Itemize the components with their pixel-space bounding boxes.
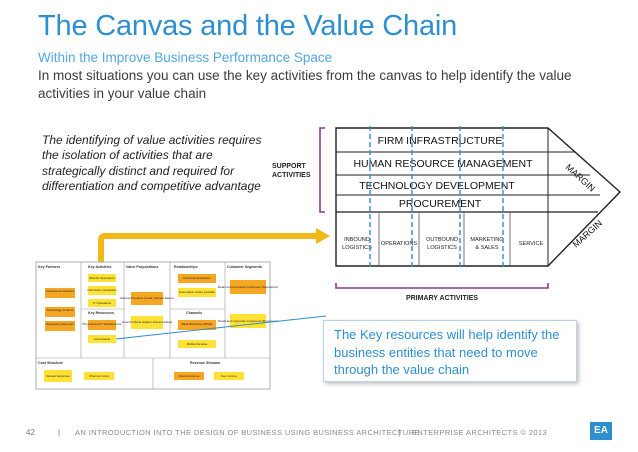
key-resources-callout [323, 320, 577, 382]
ea-logo: EA [590, 422, 612, 440]
support-row-4: PROCUREMENT [399, 198, 482, 210]
key-resources-callout-text: The Key resources will help identify the… [334, 327, 560, 377]
svg-text:Channels: Channels [186, 311, 202, 315]
support-bracket [319, 127, 325, 213]
primary-bracket [335, 283, 549, 289]
arrow-canvas-to-chain [98, 233, 316, 262]
svg-text:Loan Products (Higher Interest: Loan Products (Higher Interest Rates) [122, 320, 173, 324]
svg-text:Fee Income: Fee Income [221, 374, 237, 378]
svg-text:Interest Income: Interest Income [179, 374, 200, 378]
svg-text:Key Resources: Key Resources [88, 311, 114, 315]
svg-text:Retail and Corporate Customers: Retail and Corporate Customers (Deposito… [218, 285, 278, 289]
svg-text:Call center operations: Call center operations [87, 288, 117, 292]
intro-text: In most situations you can use the key a… [38, 68, 572, 101]
svg-text:Interest Expenses: Interest Expenses [46, 374, 71, 378]
page-number: 42 [26, 428, 35, 437]
svg-text:Revenue Streams: Revenue Streams [190, 361, 220, 365]
support-row-2: HUMAN RESOURCE MANAGEMENT [353, 158, 533, 170]
svg-text:IT Operations: IT Operations [93, 301, 112, 305]
footer-separator-2: | [398, 428, 401, 437]
svg-text:Automation where possible: Automation where possible [179, 290, 215, 294]
svg-text:Key Partners: Key Partners [38, 265, 60, 269]
svg-text:Regulatory Agencies: Regulatory Agencies [46, 322, 74, 326]
svg-text:Deposit Products (Local, Inter: Deposit Products (Local, Interest Rates) [120, 296, 173, 300]
primary-operations: OPERATIONS [381, 241, 418, 247]
svg-text:Loan Assets: Loan Assets [94, 337, 111, 341]
svg-text:Investments advisors: Investments advisors [46, 289, 75, 293]
primary-label: PRIMARY ACTIVITIES [406, 295, 478, 302]
slide-subtitle: Within the Improve Business Performance … [38, 50, 333, 65]
primary-outbound-1: OUTBOUND [426, 237, 458, 243]
primary-outbound-2: LOGISTICS [427, 245, 457, 251]
callout-connector [115, 315, 327, 340]
primary-marketing-2: & SALES [475, 245, 499, 251]
footer-company: ENTERPRISE ARCHITECTS © 2013 [412, 428, 548, 437]
svg-text:Retail and Corporate Customers: Retail and Corporate Customers (Borrower… [218, 319, 278, 323]
svg-text:Cost Structure: Cost Structure [38, 361, 63, 365]
arrow-head [316, 228, 330, 244]
svg-text:Value Propositions: Value Propositions [126, 265, 158, 269]
value-activities-note: The identifying of value activities requ… [42, 133, 262, 194]
slide-title: The Canvas and the Value Chain [38, 10, 458, 42]
support-row-3: TECHNOLOGY DEVELOPMENT [359, 180, 515, 192]
svg-text:Branch Operations: Branch Operations [89, 276, 115, 280]
support-label-2: ACTIVITIES [272, 172, 311, 179]
svg-text:Channel Costs: Channel Costs [89, 374, 109, 378]
primary-marketing-1: MARKETING [470, 237, 503, 243]
svg-text:Bank Branches (ATMs): Bank Branches (ATMs) [182, 322, 213, 326]
svg-text:Personal Assistance: Personal Assistance [183, 276, 210, 280]
primary-service: SERVICE [519, 241, 544, 247]
support-label-1: SUPPORT [272, 163, 307, 170]
svg-text:Mobile Devices: Mobile Devices [187, 342, 208, 346]
svg-text:Customer Segments: Customer Segments [227, 265, 262, 269]
footer-title: AN INTRODUCTION INTO THE DESIGN OF BUSIN… [75, 428, 420, 437]
svg-text:Key Activities: Key Activities [88, 265, 111, 269]
svg-text:Technology vendors: Technology vendors [47, 308, 74, 312]
svg-text:Physical and IT Infrastructure: Physical and IT Infrastructure [83, 322, 122, 326]
primary-inbound-1: INBOUND [344, 237, 370, 243]
svg-text:Relationships: Relationships [174, 265, 198, 269]
business-model-canvas: Key Partners Key Activities Value Propos… [35, 261, 278, 390]
support-row-1: FIRM INFRASTRUCTURE [378, 135, 503, 147]
value-chain-shape [335, 127, 622, 267]
footer-separator-1: | [58, 428, 61, 437]
primary-inbound-2: LOGISTICS [342, 245, 372, 251]
